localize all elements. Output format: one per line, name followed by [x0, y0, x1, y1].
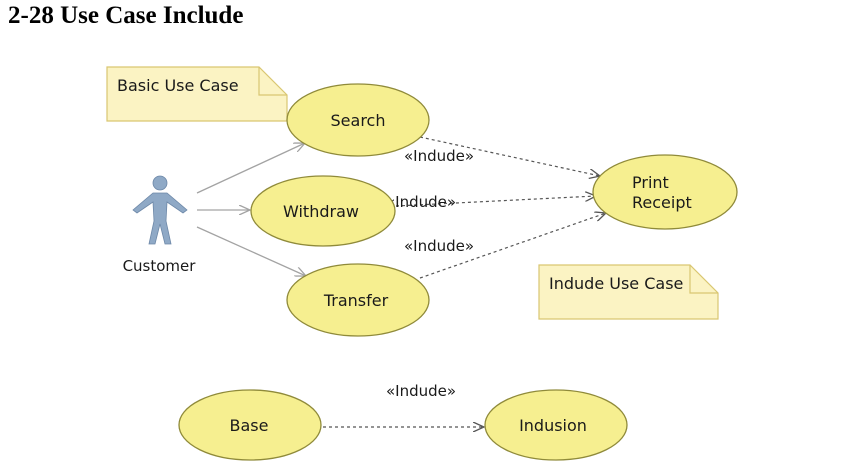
usecase-print-receipt[interactable]: Print Receipt — [592, 154, 738, 230]
page-title: 2-28 Use Case Include — [8, 2, 244, 29]
note-include-use-case[interactable]: Indude Use Case — [538, 264, 719, 320]
note-basic-use-case[interactable]: Basic Use Case — [106, 66, 288, 122]
stick-figure-icon — [132, 175, 188, 245]
usecase-inclusion[interactable]: Indusion — [484, 389, 628, 461]
include-search-print[interactable] — [419, 136, 600, 176]
include-transfer-print[interactable] — [419, 213, 606, 279]
usecase-print-receipt-line1: Print — [632, 173, 669, 192]
stereotype-withdraw-print: «Indude» — [386, 193, 456, 211]
stereotype-search-print: «Indude» — [404, 147, 474, 165]
usecase-base-label: Base — [230, 416, 269, 435]
usecase-transfer-label: Transfer — [323, 291, 389, 310]
usecase-print-receipt-line2: Receipt — [632, 193, 692, 212]
usecase-withdraw[interactable]: Withdraw — [250, 175, 396, 247]
usecase-inclusion-label: Indusion — [519, 416, 587, 435]
usecase-search-label: Search — [331, 111, 386, 130]
actor-customer-label: Customer — [123, 257, 197, 275]
usecase-transfer[interactable]: Transfer — [286, 263, 430, 337]
association-customer-transfer[interactable] — [196, 226, 306, 276]
stereotype-transfer-print: «Indude» — [404, 237, 474, 255]
usecase-search[interactable]: Search — [286, 83, 430, 157]
association-customer-search[interactable] — [196, 143, 305, 194]
stereotype-base-inclusion: «Indude» — [386, 382, 456, 400]
actor-customer[interactable]: Customer — [123, 175, 197, 275]
usecase-withdraw-label: Withdraw — [283, 202, 359, 221]
note-include-label: Indude Use Case — [549, 274, 683, 293]
note-basic-label: Basic Use Case — [117, 76, 239, 95]
usecase-base[interactable]: Base — [178, 389, 322, 461]
